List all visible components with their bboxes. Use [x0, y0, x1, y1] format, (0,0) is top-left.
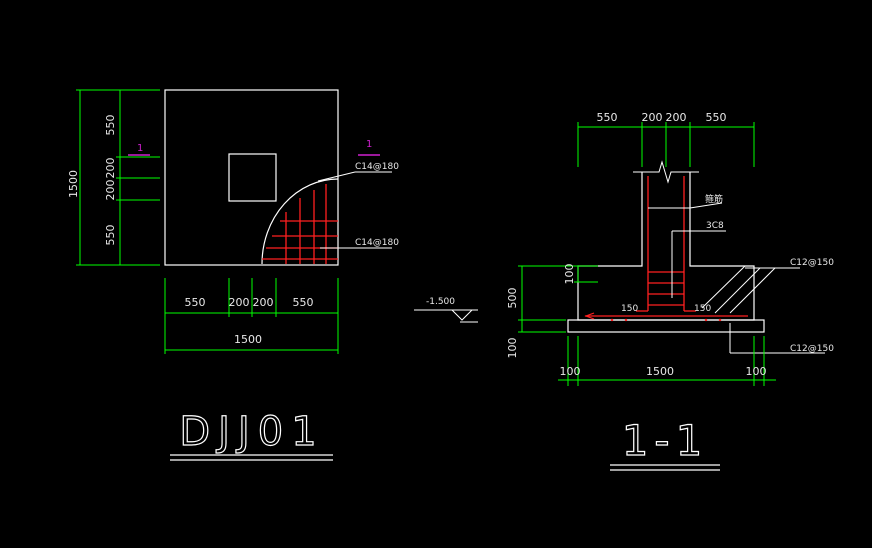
plan-title: DJJ01	[179, 409, 324, 455]
plan-view: C14@180 C14@180 1 1 1500 550 200 200 550	[67, 89, 399, 461]
leader-line	[689, 202, 723, 209]
section-bottom-dim-2: 1500	[646, 365, 674, 378]
rebar-label-bottom: C14@180	[355, 238, 399, 248]
section-left-dimensions	[518, 265, 598, 333]
bar-end-hook	[584, 312, 595, 320]
cutaway-arc	[261, 178, 339, 265]
section-view: 550 200 200 550 150 150	[414, 111, 834, 471]
section-dim-cushion: 100	[506, 338, 519, 359]
section-mark-right: 1	[366, 139, 372, 150]
plan-left-dimensions	[76, 89, 160, 266]
section-title: 1-1	[622, 416, 709, 465]
section-top-dim-2: 200	[642, 111, 663, 124]
section-top-dimensions	[577, 122, 755, 167]
elevation-label: -1.500	[426, 297, 455, 307]
column-outline	[228, 153, 277, 202]
section-bottom-dimensions	[558, 336, 776, 386]
section-top-dim-1: 550	[597, 111, 618, 124]
bar-dot	[610, 318, 614, 322]
plan-bottom-dimensions	[164, 278, 339, 354]
plan-leaders	[317, 171, 392, 249]
leader-line	[714, 267, 761, 314]
footing-outline	[164, 89, 339, 266]
bottom-bar-dots	[610, 318, 722, 322]
leader-line	[701, 265, 746, 309]
bar-dot	[624, 318, 628, 322]
top-bar-label: C12@150	[790, 258, 834, 268]
section-bottom-dim-1: 100	[560, 365, 581, 378]
dim-bottom-part-4: 550	[293, 296, 314, 309]
dim-bottom-part-2: 200	[229, 296, 250, 309]
hook-label-left: 150	[621, 304, 638, 314]
bottom-bar-label: C12@150	[790, 344, 834, 354]
dim-left-total: 1500	[67, 170, 80, 198]
title-underline	[170, 454, 333, 461]
section-dim-500: 500	[506, 288, 519, 309]
section-title-underline	[610, 464, 720, 471]
cushion-layer	[567, 319, 765, 333]
section-top-dim-3: 200	[666, 111, 687, 124]
dim-bottom-total: 1500	[234, 333, 262, 346]
stirrup-tag: 箍筋	[705, 193, 723, 205]
leader-line	[317, 171, 356, 182]
plan-rebar-grid	[262, 184, 338, 264]
break-line	[633, 160, 699, 184]
dim-bottom-part-3: 200	[253, 296, 274, 309]
dim-left-part-1: 550	[104, 115, 117, 136]
section-top-dim-4: 550	[706, 111, 727, 124]
elevation-mark	[414, 309, 478, 323]
section-bottom-dim-3: 100	[746, 365, 767, 378]
rebar-label-top: C14@180	[355, 162, 399, 172]
dim-left-part-3: 200	[104, 180, 117, 201]
dim-left-part-4: 550	[104, 225, 117, 246]
stirrup-label: 3C8	[706, 221, 724, 231]
section-dim-100-top: 100	[563, 264, 576, 285]
dim-bottom-part-1: 550	[185, 296, 206, 309]
hook-label-right: 150	[694, 304, 711, 314]
bar-dot	[718, 318, 722, 322]
dim-left-part-2: 200	[104, 158, 117, 179]
leader-line	[729, 267, 776, 314]
section-rebar	[585, 176, 748, 317]
bar-dot	[704, 318, 708, 322]
elevation-triangle	[451, 309, 473, 321]
section-mark-left: 1	[137, 143, 143, 154]
section-leaders	[648, 202, 825, 354]
